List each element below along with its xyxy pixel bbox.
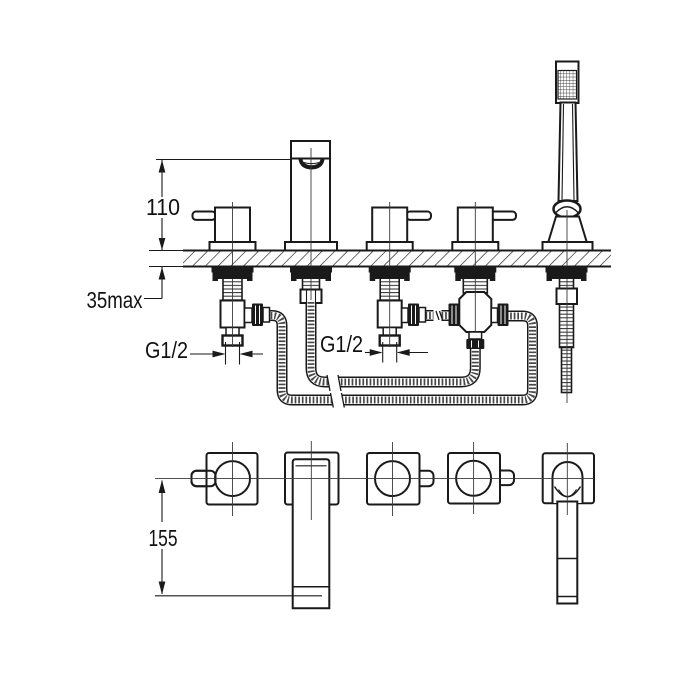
side-view: 110 35max G1/2 G1/2 <box>87 60 611 412</box>
plan-shower-holder <box>541 452 596 605</box>
valve-lever <box>489 210 517 221</box>
dim-g12-left: G1/2 <box>145 337 263 365</box>
plan-spout <box>284 451 340 610</box>
centerlines-plan <box>155 441 594 520</box>
diverter-bottom-outlet <box>466 331 485 349</box>
spout-outlet-inner <box>302 159 321 166</box>
shower-holder-cone <box>546 215 589 244</box>
dim-155: 155 <box>149 480 322 597</box>
dimensions-side: 110 35max G1/2 G1/2 <box>87 158 428 365</box>
mounting-nuts <box>211 266 588 281</box>
side-diverter-handle <box>451 206 517 252</box>
arrow-down-icon <box>158 581 166 595</box>
break-ticks <box>326 374 345 408</box>
handle-edge-line <box>561 103 565 201</box>
side-handshower <box>541 60 594 252</box>
arrow-down-icon <box>158 238 166 250</box>
handset-handle-top <box>556 500 579 605</box>
mounting-nut <box>454 266 497 281</box>
valve-lever <box>191 210 217 221</box>
spout-arm <box>291 458 331 610</box>
dim-height-label: 110 <box>146 194 180 220</box>
threaded-shanks <box>222 265 575 394</box>
swivel-arc <box>554 206 580 214</box>
dim-g12-right: G1/2 <box>320 331 428 363</box>
shower-hose-tail-lower <box>560 346 573 394</box>
diverter-left-inlet <box>448 303 460 326</box>
mounting-nut <box>211 266 254 281</box>
valve-left-outlet <box>243 303 271 326</box>
port-fittings <box>243 303 509 349</box>
dim-deck-thickness-label: 35max <box>87 287 143 313</box>
deck-section <box>183 249 611 268</box>
valve-middle-outlet <box>400 303 427 326</box>
mounting-nut <box>545 266 588 281</box>
deck-hatching <box>183 251 611 266</box>
handle-edge-line <box>571 103 575 201</box>
spout-outlet-edge <box>303 161 320 165</box>
handset-spray-face <box>557 69 578 100</box>
side-valve-middle <box>365 206 432 252</box>
plan-view: 155 <box>149 441 596 610</box>
arrow-up-icon <box>158 160 166 173</box>
flexible-hose-inlet <box>267 310 538 406</box>
mounting-nut <box>290 266 332 281</box>
holder-flange <box>541 241 594 252</box>
flexible-hose-spout <box>305 302 481 388</box>
break-gap <box>326 370 345 412</box>
diverter-right-inlet <box>490 303 509 326</box>
hose-break-mark <box>326 310 444 412</box>
mounting-nut <box>368 266 411 281</box>
dim-thread-right-label: G1/2 <box>320 331 363 357</box>
stub-break-ticks <box>435 310 444 321</box>
dim-length-label: 155 <box>149 525 178 551</box>
dim-thread-left-label: G1/2 <box>145 337 188 363</box>
handset-handle <box>557 101 579 202</box>
valve-lever <box>405 210 432 221</box>
spout-body <box>290 140 331 243</box>
flexible-hoses <box>267 302 538 406</box>
side-valve-left <box>191 206 257 252</box>
